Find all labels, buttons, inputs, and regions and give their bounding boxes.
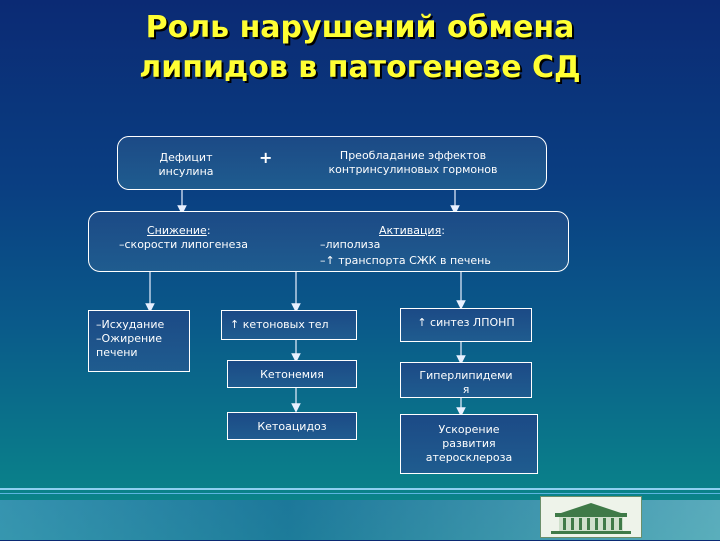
ffa-transport-line: –↑ транспорта СЖК в печень — [320, 254, 491, 267]
lipogenesis-line: –скорости липогенеза — [119, 238, 248, 251]
footer-divider — [0, 488, 720, 490]
title-line-2: липидов в патогенезе СД — [139, 50, 581, 85]
ketonemia-box: Кетонемия — [227, 360, 357, 388]
emaciation-box: –Исхудание –Ожирение печени — [88, 310, 190, 372]
activation-heading: Активация: — [379, 224, 445, 237]
decrease-heading: Снижение: — [147, 224, 211, 237]
title-line-1: Роль нарушений обмена — [145, 10, 575, 45]
top-cause-box: Дефицит инсулина + Преобладание эффектов… — [117, 136, 547, 190]
footer-divider-thin — [0, 493, 720, 494]
hyperlipidemia-box: Гиперлипидеми я — [400, 362, 532, 398]
ketoacidosis-box: Кетоацидоз — [227, 412, 357, 440]
vldl-synthesis-box: ↑ синтез ЛПОНП — [400, 308, 532, 342]
lipolysis-line: –липолиза — [320, 238, 381, 251]
mechanism-box: Снижение: –скорости липогенеза Активация… — [88, 211, 569, 272]
page-title: Роль нарушений обмена липидов в патогене… — [0, 8, 720, 88]
building-logo — [540, 496, 642, 538]
insulin-deficit-text: Дефицит инсулина — [158, 151, 214, 178]
atherosclerosis-box: Ускорение развития атеросклероза — [400, 414, 538, 474]
plus-sign: + — [259, 148, 273, 167]
ketone-bodies-box: ↑ кетоновых тел — [221, 310, 357, 340]
counter-insulin-text: Преобладание эффектов контринсулиновых г… — [328, 149, 498, 176]
